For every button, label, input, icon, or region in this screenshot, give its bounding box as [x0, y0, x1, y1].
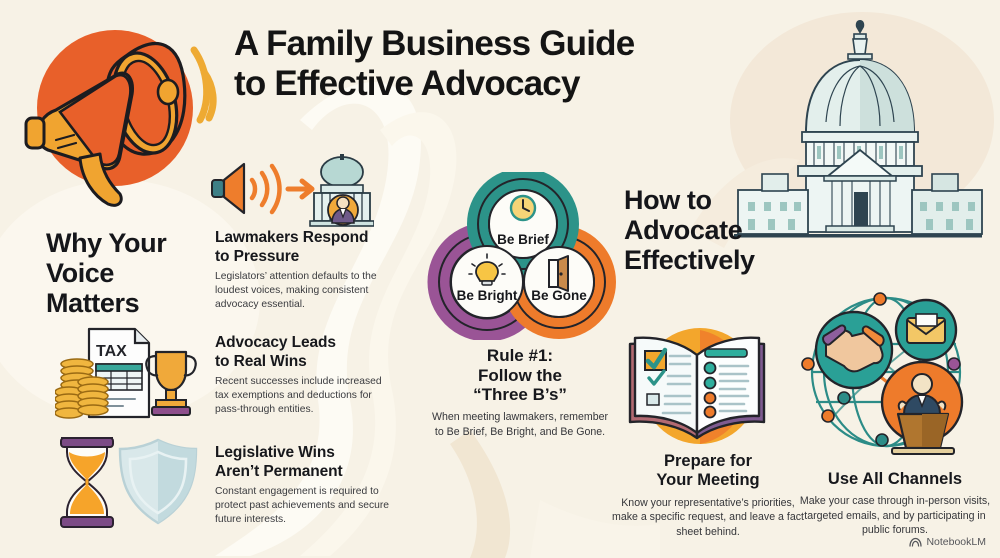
- title-line: Lawmakers Respond: [215, 229, 369, 246]
- title-line: to Effective Advocacy: [234, 63, 580, 103]
- heading-line: Advocate: [624, 215, 743, 246]
- notebooklm-logo-icon: [909, 537, 923, 548]
- title-line: Aren’t Permanent: [215, 462, 343, 480]
- point-advocacy-real-wins: Advocacy Leads to Real Wins Recent succe…: [215, 334, 395, 417]
- ring-label-be-gone: Be Gone: [531, 288, 587, 303]
- open-book-checklist-icon: [628, 328, 766, 444]
- hourglass-shield-illustration: [60, 437, 198, 528]
- point-title: Advocacy Leads to Real Wins: [215, 334, 395, 371]
- door-icon: [548, 255, 569, 292]
- heading-line: Matters: [46, 288, 140, 319]
- heading-line: Why Your: [46, 228, 167, 258]
- point-lawmakers-respond: Lawmakers Respond to Pressure Legislator…: [215, 229, 395, 312]
- point-title: Legislative Wins Aren’t Permanent: [215, 444, 395, 481]
- title-line: Legislative Wins: [215, 444, 335, 461]
- notebooklm-watermark: NotebookLM: [909, 536, 986, 548]
- section-heading-how-to-advocate: How to Advocate Effectively: [624, 185, 804, 276]
- ring-label-be-bright: Be Bright: [457, 288, 518, 303]
- title-line: A Family Business Guide: [234, 24, 635, 63]
- tax-coins-trophy-illustration: TAX: [55, 327, 197, 419]
- three-bs-diagram: Be Brief Be Bright Be Gone: [427, 172, 616, 340]
- point-use-all-channels: Use All Channels Make your case through …: [795, 470, 995, 538]
- rule-body: When meeting lawmakers, remember to Be B…: [431, 411, 609, 438]
- us-capitol-illustration: [734, 20, 983, 238]
- title-line: Your Meeting: [656, 471, 760, 490]
- title-line: Use All Channels: [827, 470, 963, 488]
- title-line: Rule #1:: [486, 346, 554, 365]
- title-line: “Three B’s”: [473, 385, 567, 405]
- point-body: Legislators’ attention defaults to the l…: [215, 271, 377, 310]
- point-body: Make your case through in-person visits,…: [799, 495, 991, 537]
- page-title: A Family Business Guide to Effective Adv…: [234, 24, 714, 104]
- heading-line: How to: [624, 185, 712, 215]
- title-line: to Pressure: [215, 247, 300, 265]
- point-body: Know your representative’s priorities, m…: [612, 496, 804, 538]
- point-prepare-for-your-meeting: Prepare for Your Meeting Know your repre…: [612, 452, 804, 539]
- rule-three-bs-caption: Rule #1: Follow the “Three B’s” When mee…: [430, 346, 610, 439]
- rule-title: Rule #1: Follow the “Three B’s”: [430, 346, 610, 405]
- ring-label-be-brief: Be Brief: [497, 232, 549, 247]
- clock-icon: [509, 194, 537, 222]
- lightbulb-icon: [468, 253, 506, 286]
- title-line: Advocacy Leads: [215, 334, 336, 351]
- title-line: Prepare for: [663, 452, 753, 470]
- globe-network-icon: [801, 292, 964, 455]
- point-title: Prepare for Your Meeting: [612, 452, 804, 491]
- title-line: Follow the: [477, 365, 563, 385]
- point-body: Constant engagement is required to prote…: [215, 486, 390, 525]
- section-heading-why-voice-matters: Why Your Voice Matters: [46, 228, 221, 319]
- svg-text:TAX: TAX: [96, 343, 127, 360]
- title-line: to Real Wins: [215, 352, 307, 370]
- heading-line: Effectively: [624, 245, 755, 276]
- speaker-arrow-capitol-icon: [211, 154, 374, 227]
- watermark-label: NotebookLM: [926, 536, 986, 548]
- point-body: Recent successes include increased tax e…: [215, 376, 382, 415]
- point-title: Lawmakers Respond to Pressure: [215, 229, 395, 266]
- point-legislative-wins-not-permanent: Legislative Wins Aren’t Permanent Consta…: [215, 444, 395, 527]
- megaphone-illustration: [24, 30, 217, 207]
- point-title: Use All Channels: [795, 470, 995, 489]
- heading-line: Voice: [46, 258, 115, 289]
